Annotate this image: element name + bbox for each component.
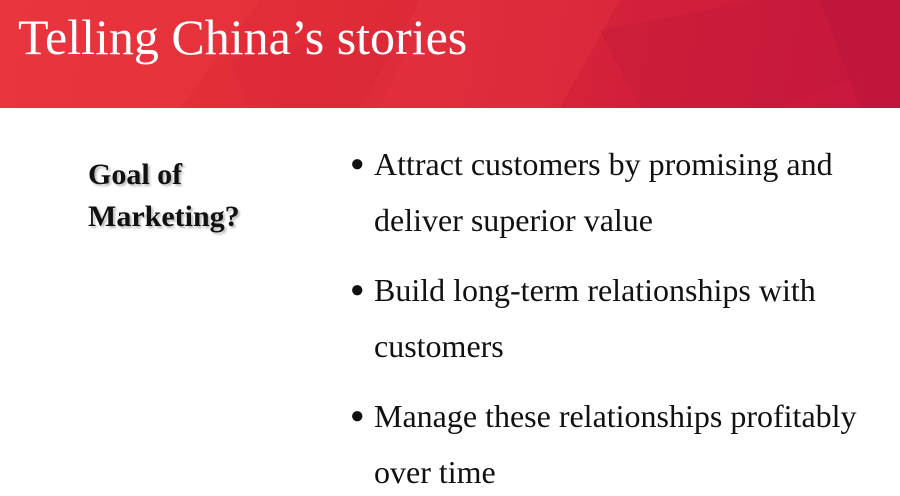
bullet-dot-icon: ● [350,151,365,177]
page-title: Telling China’s stories [18,9,468,65]
bullet-text: Build long-term relationships with custo… [374,272,816,364]
bullet-item: ● Manage these relationships profitably … [350,388,895,496]
banner-pattern [0,0,900,108]
bullet-dot-icon: ● [350,277,365,303]
bullet-item: ● Attract customers by promising and del… [350,136,895,248]
title-banner: Telling China’s stories [0,0,900,108]
bullet-text: Attract customers by promising and deliv… [374,146,833,238]
goal-label: Goal of Marketing? [88,158,240,233]
bullet-item: ● Build long-term relationships with cus… [350,262,895,374]
bullet-list: ● Attract customers by promising and del… [350,136,895,496]
bullet-dot-icon: ● [350,403,365,429]
bullet-text: Manage these relationships profitably ov… [374,398,857,490]
